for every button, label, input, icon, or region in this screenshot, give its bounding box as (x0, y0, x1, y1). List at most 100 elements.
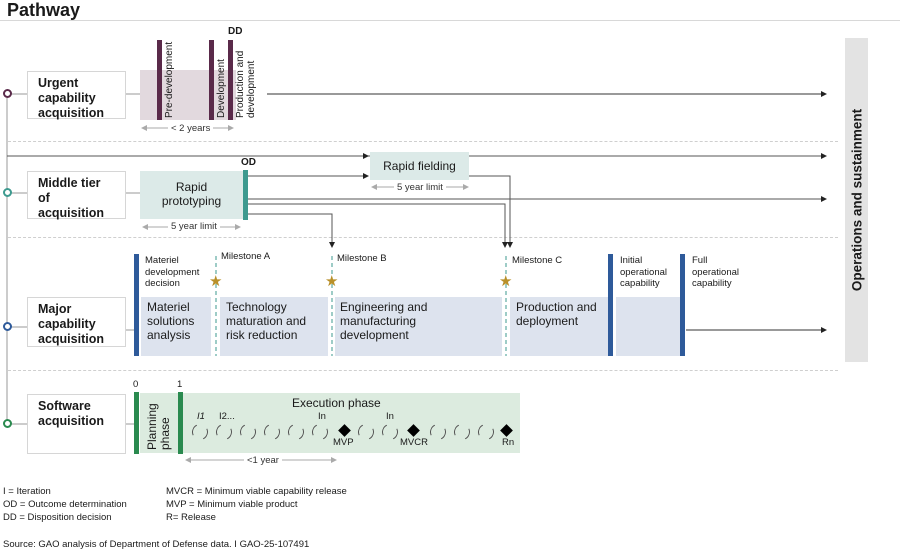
pre-development-label: Pre-development (164, 41, 175, 118)
development-label: Development (216, 59, 227, 118)
row-divider (8, 141, 838, 142)
phase-box-msa (141, 297, 211, 356)
label-line: development (246, 60, 257, 118)
urgent-node (3, 89, 12, 98)
legend-item: MVP = Minimum viable product (166, 499, 298, 510)
label-line: decision (145, 278, 180, 289)
label-line: Planning (145, 403, 159, 450)
phase-box-emd (335, 297, 502, 356)
pre-development-bar (157, 40, 162, 120)
label-line: development (340, 328, 409, 342)
legend-item: DD = Disposition decision (3, 512, 112, 523)
label-line: acquisition (38, 332, 104, 346)
iter-label-1: I1 (197, 411, 205, 422)
marker1-label: 1 (177, 379, 183, 390)
label-line: solutions (147, 314, 195, 328)
od-bar (243, 170, 248, 220)
label-line: Production and (235, 50, 246, 118)
label-line: capability (38, 91, 96, 105)
legend-item: I = Iteration (3, 486, 51, 497)
label-line: maturation and (226, 314, 307, 328)
mvp-label: MVP (333, 437, 354, 448)
label-line: prototyping (161, 194, 222, 208)
label-line: operational (620, 266, 668, 278)
label-line: acquisition (38, 106, 104, 120)
source-note: Source: GAO analysis of Department of De… (3, 539, 310, 550)
label-line: of acquisition (38, 191, 104, 220)
label-line: Rapid (175, 180, 208, 194)
major-label-box: Major capability acquisition (27, 297, 126, 347)
label-line: acquisition (38, 414, 104, 428)
od-label: OD (241, 157, 256, 168)
iter-label-n1: In (318, 411, 326, 422)
phase-emd-label: Engineering and manufacturing developmen… (340, 300, 427, 342)
label-line: Full (692, 255, 708, 266)
label-line: Initial (620, 255, 643, 266)
foc-bar (680, 254, 685, 356)
phase-box-tmrr (220, 297, 328, 356)
phase-box-pd (510, 297, 608, 356)
label-line: Production and (516, 300, 597, 314)
legend-right: MVCR = Minimum viable capability release… (166, 485, 347, 524)
middle-label-box: Middle tier of acquisition (27, 171, 126, 220)
rapid-fielding-limit: 5 year limit (394, 182, 446, 194)
ioc-bar (608, 254, 613, 356)
rapid-prototyping-limit: 5 year limit (168, 221, 220, 233)
marker0-bar (134, 392, 139, 454)
label-line: Engineering and (340, 300, 428, 314)
label-line: phase (158, 417, 172, 450)
foc-label: Full operational capability (692, 255, 739, 290)
label-line: capability (620, 278, 660, 289)
software-node (3, 419, 12, 428)
rn-label: Rn (502, 437, 515, 448)
label-line: capability (692, 278, 732, 289)
operations-label: Operations and sustainment (849, 108, 864, 292)
mvcr-label: MVCR (400, 437, 428, 448)
development-bar (209, 40, 214, 120)
label-line: capability (38, 317, 96, 331)
legend-item: OD = Outcome determination (3, 499, 127, 510)
label-line: Software (38, 399, 91, 413)
milestone-a-star-icon: ★ (209, 273, 223, 290)
label-line: Urgent (38, 76, 79, 90)
software-phase-area (140, 393, 520, 453)
mdd-bar (134, 254, 139, 356)
software-label-box: Software acquisition (27, 394, 126, 454)
milestone-b-star-icon: ★ (325, 273, 339, 290)
phase-pd-label: Production and deployment (516, 300, 597, 328)
software-duration: <1 year (244, 455, 282, 467)
label-line: Materiel (147, 300, 190, 314)
label-line: risk reduction (226, 328, 298, 342)
label-line: development (145, 266, 200, 278)
urgent-phase-area (140, 70, 236, 120)
legend-item: MVCR = Minimum viable capability release (166, 486, 347, 497)
urgent-duration: < 2 years (168, 123, 214, 135)
rapid-fielding-box: Rapid fielding (370, 152, 469, 180)
label-line: manufacturing (340, 314, 417, 328)
page-title: Pathway (7, 0, 81, 20)
label-line: Middle tier (38, 176, 101, 190)
label-line: Major (38, 302, 72, 316)
phase-msa-label: Materiel solutions analysis (147, 300, 194, 342)
legend-left: I = Iteration OD = Outcome determination… (3, 485, 127, 524)
marker0-label: 0 (133, 379, 139, 390)
operations-sustainment-bar: Operations and sustainment (845, 38, 868, 362)
milestone-a-label: Milestone A (221, 251, 271, 262)
middle-node (3, 188, 12, 197)
rapid-prototyping-box: Rapid prototyping (140, 171, 243, 219)
ioc-label: Initial operational capability (620, 255, 667, 290)
label-line: analysis (147, 328, 191, 342)
iter-label-n2: In (386, 411, 394, 422)
title-divider (0, 20, 900, 21)
label-line: deployment (516, 314, 579, 328)
milestone-c-star-icon: ★ (499, 273, 513, 290)
mdd-label: Materiel development decision (145, 255, 199, 290)
iter-label-2: I2... (219, 411, 235, 422)
label-line: operational (692, 266, 740, 278)
label-line: Technology (226, 300, 287, 314)
milestone-b-label: Milestone B (337, 253, 387, 264)
dd-label: DD (228, 26, 243, 37)
